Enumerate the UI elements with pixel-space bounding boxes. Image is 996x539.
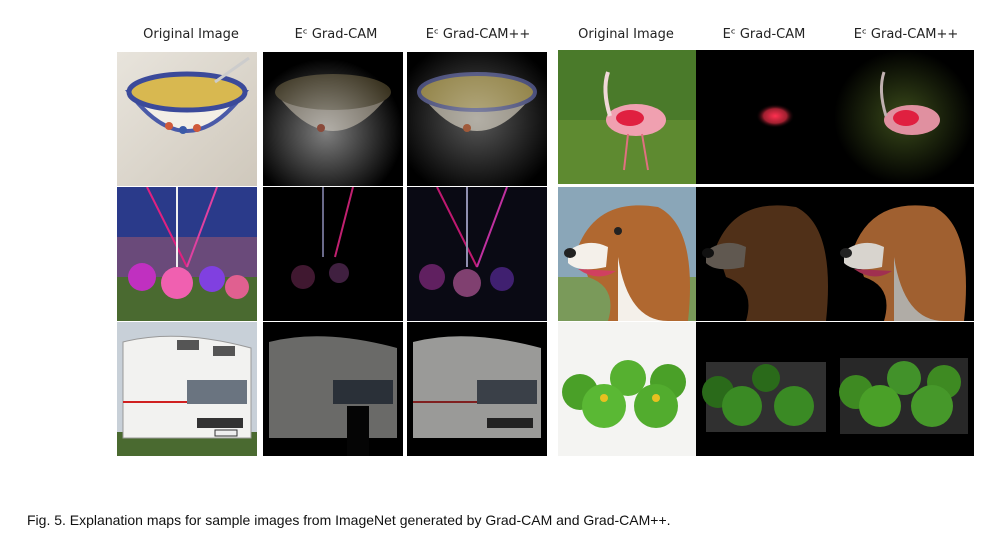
tile-bird-gradcam xyxy=(696,50,836,184)
tile-bird-original xyxy=(558,50,698,184)
figure-caption: Fig. 5. Explanation maps for sample imag… xyxy=(27,512,671,528)
header-original-image-left: Original Image xyxy=(143,27,239,42)
tile-crowd-gradcampp xyxy=(407,187,547,321)
tile-bowl-original xyxy=(117,52,257,186)
tile-dog-gradcam xyxy=(696,187,836,321)
tile-van-original xyxy=(117,322,257,456)
tile-bowl-gradcampp xyxy=(407,52,547,186)
tile-crowd-original xyxy=(117,187,257,321)
header-original-image-right: Original Image xyxy=(578,27,674,42)
tile-bird-gradcampp xyxy=(834,50,974,184)
tile-crowd-gradcam xyxy=(263,187,403,321)
tile-van-gradcam xyxy=(263,322,403,456)
header-gradcam-left: Eᶜ Grad-CAM xyxy=(294,27,378,42)
tile-bowl-gradcam xyxy=(263,52,403,186)
tile-dog-original xyxy=(558,187,698,321)
tile-dog-gradcampp xyxy=(834,187,974,321)
header-gradcampp-right: Eᶜ Grad-CAM++ xyxy=(853,27,959,42)
header-gradcam-right: Eᶜ Grad-CAM xyxy=(722,27,806,42)
tile-apples-original xyxy=(558,322,698,456)
tile-van-gradcampp xyxy=(407,322,547,456)
tile-apples-gradcampp xyxy=(834,322,974,456)
header-gradcampp-left: Eᶜ Grad-CAM++ xyxy=(425,27,531,42)
tile-apples-gradcam xyxy=(696,322,836,456)
